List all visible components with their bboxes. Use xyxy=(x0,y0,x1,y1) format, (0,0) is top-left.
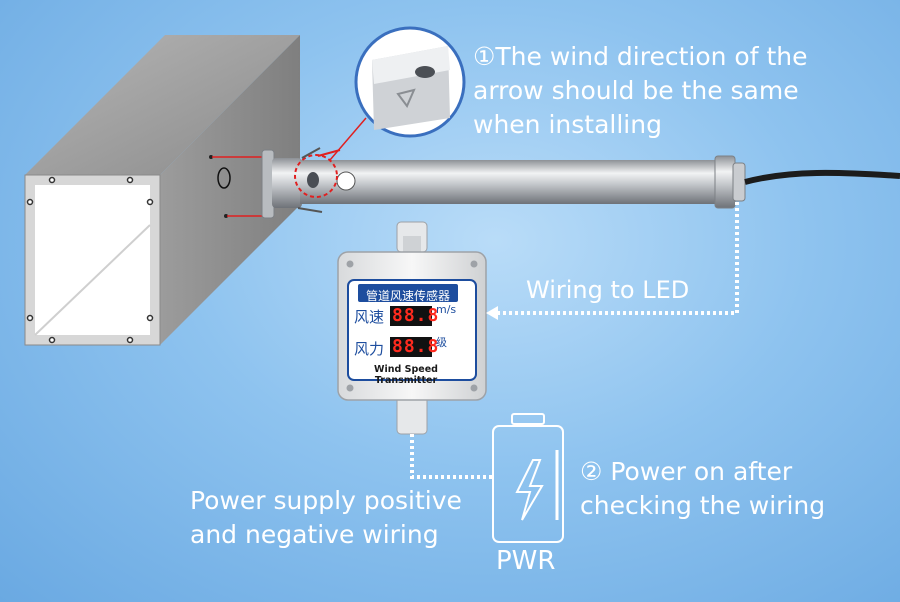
battery-icon xyxy=(492,413,564,543)
power-on-note: ② Power on after checking the wiring xyxy=(580,457,826,520)
pwr-label: PWR xyxy=(496,546,556,576)
wind-speed-probe xyxy=(261,147,900,219)
wind-force-label: 风力 xyxy=(354,340,385,358)
zoom-circle-icon xyxy=(329,26,466,161)
wind-speed-value: 88.8 xyxy=(392,305,440,326)
wiring-to-led-label: Wiring to LED xyxy=(526,276,690,304)
transmitter-box xyxy=(337,221,487,435)
transmitter-model: Wind Speed Transmitter xyxy=(374,364,438,386)
arrow-indicator-icon xyxy=(486,306,498,320)
transmitter-title: 管道风速传感器 xyxy=(365,289,450,303)
installation-note-arrow: ①The wind direction of the arrow should … xyxy=(473,42,808,139)
lightning-icon xyxy=(515,459,544,521)
wiring-lines xyxy=(410,202,739,479)
wind-force-value: 88.8 xyxy=(392,336,440,357)
wind-speed-label: 风速 xyxy=(354,308,385,326)
power-supply-wiring-label: Power supply positive and negative wirin… xyxy=(190,486,462,549)
wind-force-unit: 级 xyxy=(436,336,447,349)
air-duct xyxy=(24,35,300,346)
wind-speed-unit: m/s xyxy=(436,303,457,316)
